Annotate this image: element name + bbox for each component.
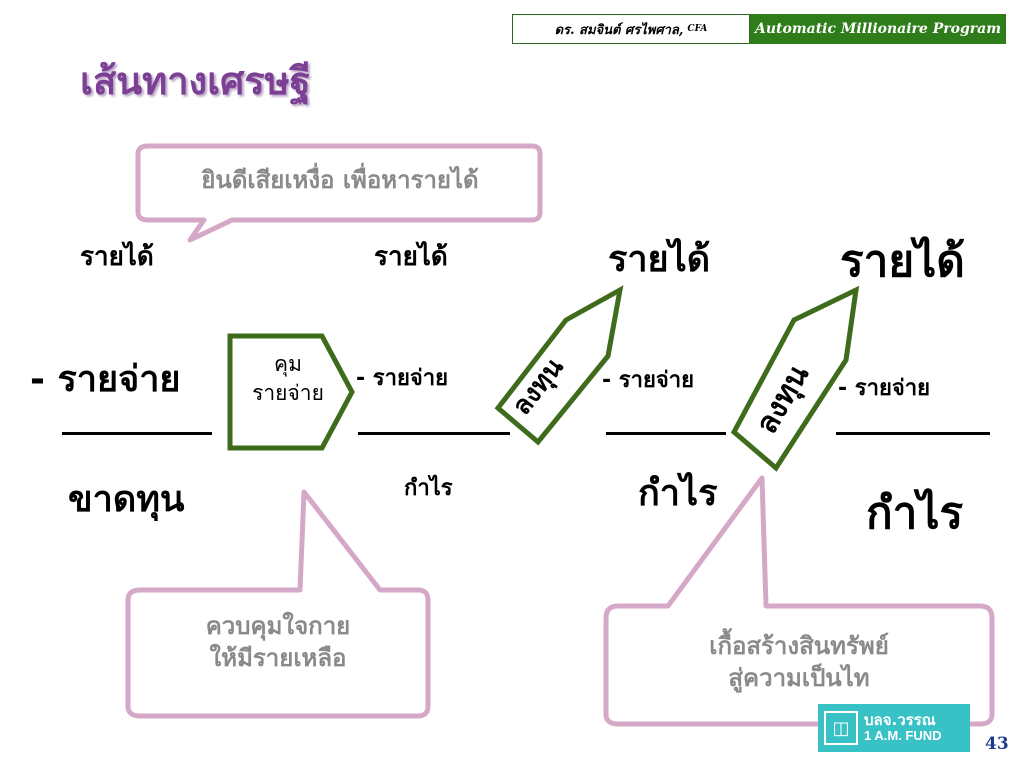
callout-top-text: ยินดีเสียเหงื่อ เพื่อหารายได้ (201, 166, 479, 194)
col2-expense: - รายจ่าย (356, 366, 448, 391)
author-label: ดร. สมจินต์ ศรไพศาล, CFA (512, 14, 750, 44)
program-label: Automatic Millionaire Program (750, 14, 1006, 44)
page-title: เส้นทางเศรษฐี (80, 59, 311, 103)
fund-name-en: 1 A.M. FUND (864, 728, 942, 744)
invest-arrow-2 (730, 285, 860, 472)
callout-bottom-left-line1: ควบคุมใจกาย (205, 612, 351, 640)
fund-name-th: บลจ.วรรณ (864, 711, 936, 730)
callout-bottom-left-bubble (125, 489, 431, 719)
col4-expense: - รายจ่าย (838, 376, 930, 401)
fund-logo-badge: ◫ บลจ.วรรณ 1 A.M. FUND (818, 704, 970, 752)
col4-income: รายได้ (840, 236, 965, 287)
callout-bottom-right-line2: สู่ความเป็นไท (728, 664, 870, 693)
col4-result: กำไร (866, 488, 964, 539)
control-expense-arrow (227, 333, 355, 451)
callout-bottom-right-bubble (603, 475, 995, 727)
col2-income: รายได้ (374, 242, 448, 272)
author-name: ดร. สมจินต์ ศรไพศาล, (554, 22, 684, 38)
page-number: 43 (985, 734, 1009, 754)
callout-top-bubble (135, 143, 543, 243)
col1-expense: - รายจ่าย (30, 359, 181, 400)
control-expense-line2: รายจ่าย (252, 381, 324, 406)
control-expense-label: คุม รายจ่าย (232, 350, 344, 409)
callout-bottom-left-line2: ให้มีรายเหลือ (209, 644, 347, 673)
fund-logo-icon: ◫ (824, 711, 858, 745)
invest-arrow-1 (494, 285, 624, 446)
author-suffix: CFA (687, 24, 708, 34)
col2-divider (358, 432, 510, 435)
col2-result: กำไร (404, 476, 453, 501)
col1-divider (62, 432, 212, 435)
col3-expense: - รายจ่าย (602, 368, 694, 393)
col4-divider (836, 432, 990, 435)
col3-result: กำไร (638, 473, 718, 514)
col1-income: รายได้ (80, 242, 154, 272)
callout-bottom-right-text: เกื้อสร้างสินทรัพย์ สู่ความเป็นไท (616, 630, 982, 695)
callout-bottom-right-line1: เกื้อสร้างสินทรัพย์ (709, 632, 889, 660)
col3-income: รายได้ (608, 239, 711, 280)
callout-bottom-left-text: ควบคุมใจกาย ให้มีรายเหลือ (138, 610, 418, 675)
col3-divider (606, 432, 726, 435)
control-expense-line1: คุม (274, 352, 302, 376)
col1-result: ขาดทุน (68, 479, 185, 520)
